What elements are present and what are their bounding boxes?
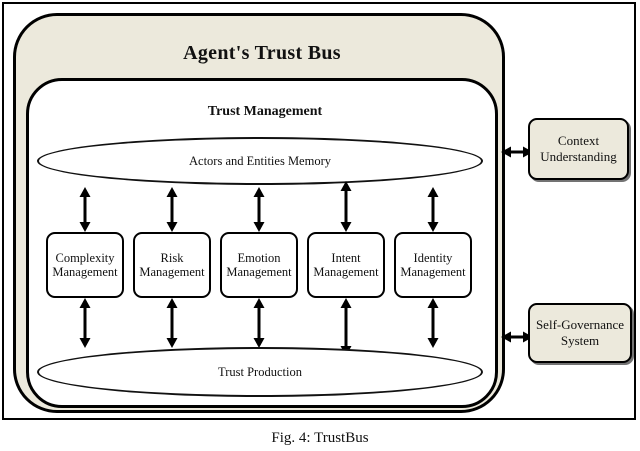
trust-management-container: Trust Management Actors and Entities Mem… (26, 78, 498, 408)
figure-caption: Fig. 4: TrustBus (271, 430, 369, 446)
management-boxes-row: Complexity Management Risk Management Em… (46, 232, 484, 298)
intent-management-box[interactable]: Intent Management (307, 232, 385, 298)
identity-management-line1: Identity (413, 251, 453, 265)
risk-management-box[interactable]: Risk Management (133, 232, 211, 298)
identity-management-box[interactable]: Identity Management (394, 232, 472, 298)
risk-management-line2: Management (139, 265, 205, 279)
risk-management-line1: Risk (160, 251, 184, 265)
arrow-intent-to-production (339, 298, 353, 356)
actors-and-entities-memory-label: Actors and Entities Memory (189, 153, 331, 168)
figure-outer-frame: Agent's Trust Bus Trust Management Actor… (2, 2, 636, 420)
complexity-management-line1: Complexity (55, 251, 115, 265)
intent-management-line1: Intent (331, 251, 361, 265)
complexity-management-line2: Management (52, 265, 118, 279)
emotion-management-line2: Management (226, 265, 292, 279)
arrow-memory-to-identity (426, 187, 440, 232)
arrow-memory-to-emotion (252, 187, 266, 232)
trust-production-ellipse: Trust Production (37, 347, 483, 397)
intent-management-line2: Management (313, 265, 379, 279)
emotion-management-line1: Emotion (237, 251, 281, 265)
context-understanding-box[interactable]: Context Understanding (528, 118, 629, 180)
self-governance-system-line2: System (560, 333, 600, 348)
arrow-memory-to-complexity (78, 187, 92, 232)
agents-trust-bus-title: Agent's Trust Bus (183, 42, 341, 64)
self-governance-system-box[interactable]: Self-Governance System (528, 303, 632, 363)
arrow-emotion-to-production (252, 298, 266, 348)
agents-trust-bus-container: Agent's Trust Bus Trust Management Actor… (13, 13, 505, 413)
trust-production-label: Trust Production (218, 364, 302, 379)
arrow-risk-to-production (165, 298, 179, 348)
arrow-identity-to-production (426, 298, 440, 348)
self-governance-system-line1: Self-Governance (535, 317, 625, 333)
identity-management-line2: Management (400, 265, 466, 279)
arrow-complexity-to-production (78, 298, 92, 348)
context-understanding-line1: Context (557, 133, 600, 149)
emotion-management-box[interactable]: Emotion Management (220, 232, 298, 298)
context-understanding-line2: Understanding (540, 149, 617, 164)
trust-management-title: Trust Management (207, 104, 323, 119)
arrow-memory-to-intent (339, 181, 353, 232)
arrow-memory-to-risk (165, 187, 179, 232)
actors-and-entities-memory-ellipse: Actors and Entities Memory (37, 137, 483, 185)
complexity-management-box[interactable]: Complexity Management (46, 232, 124, 298)
